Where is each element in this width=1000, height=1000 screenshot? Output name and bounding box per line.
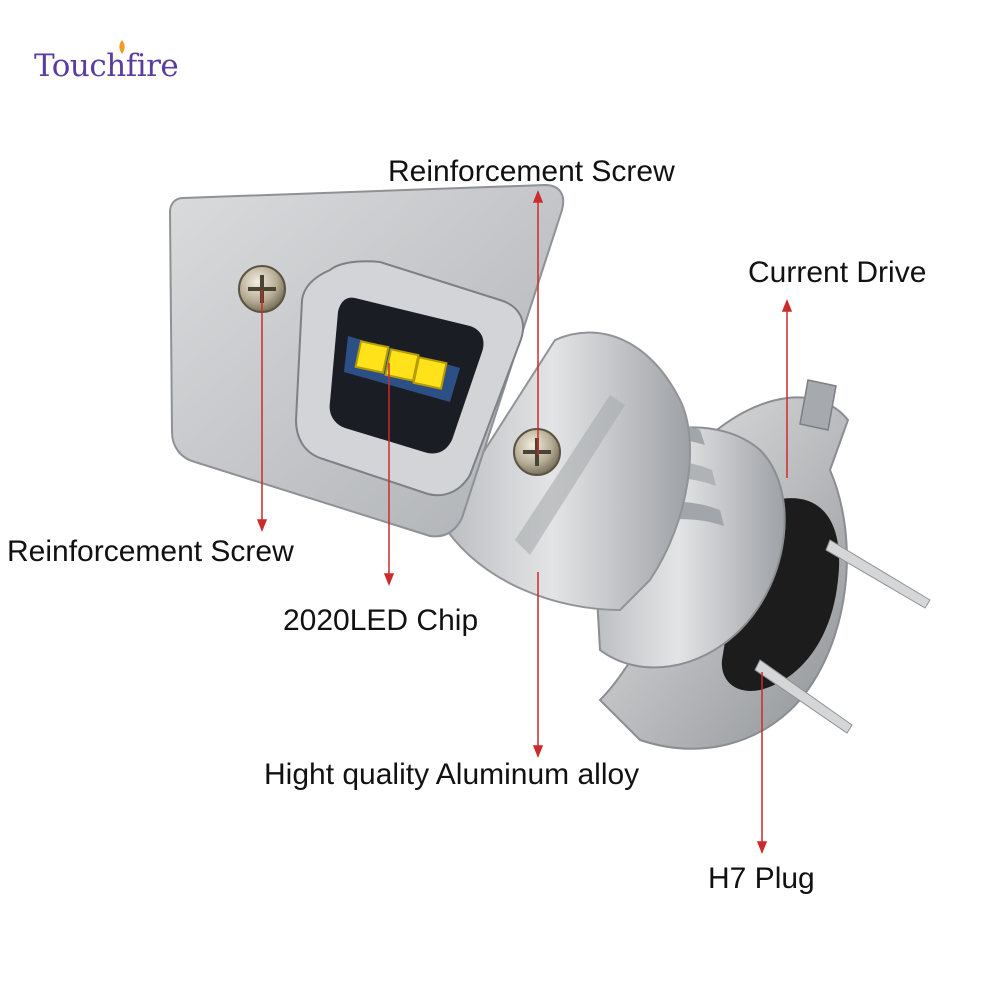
label-aluminum-alloy: Hight quality Aluminum alloy <box>264 758 640 791</box>
label-reinforcement-screw-top: Reinforcement Screw <box>388 155 675 188</box>
led-chips <box>354 340 448 390</box>
h7-pins <box>754 539 931 734</box>
flame-icon <box>119 40 125 54</box>
touchfire-logo: Touchfire <box>34 48 179 84</box>
aluminum-body <box>438 331 691 612</box>
label-h7-plug: H7 Plug <box>708 862 815 895</box>
label-reinforcement-screw-left: Reinforcement Screw <box>7 535 294 568</box>
screw-top-right <box>513 428 561 476</box>
pointer-lines <box>256 189 793 855</box>
label-led-chip: 2020LED Chip <box>283 604 479 637</box>
label-current-drive: Current Drive <box>748 256 927 289</box>
